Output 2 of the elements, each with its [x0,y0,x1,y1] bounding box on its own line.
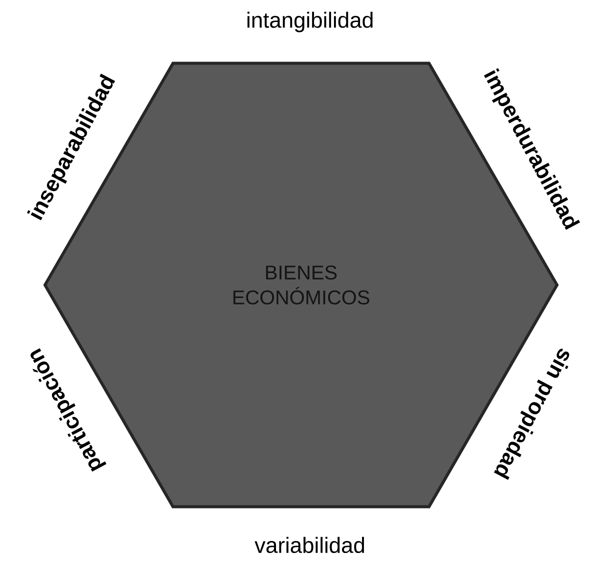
side-label: intangibilidad [248,12,373,32]
side-label: variabilidad [254,536,364,554]
